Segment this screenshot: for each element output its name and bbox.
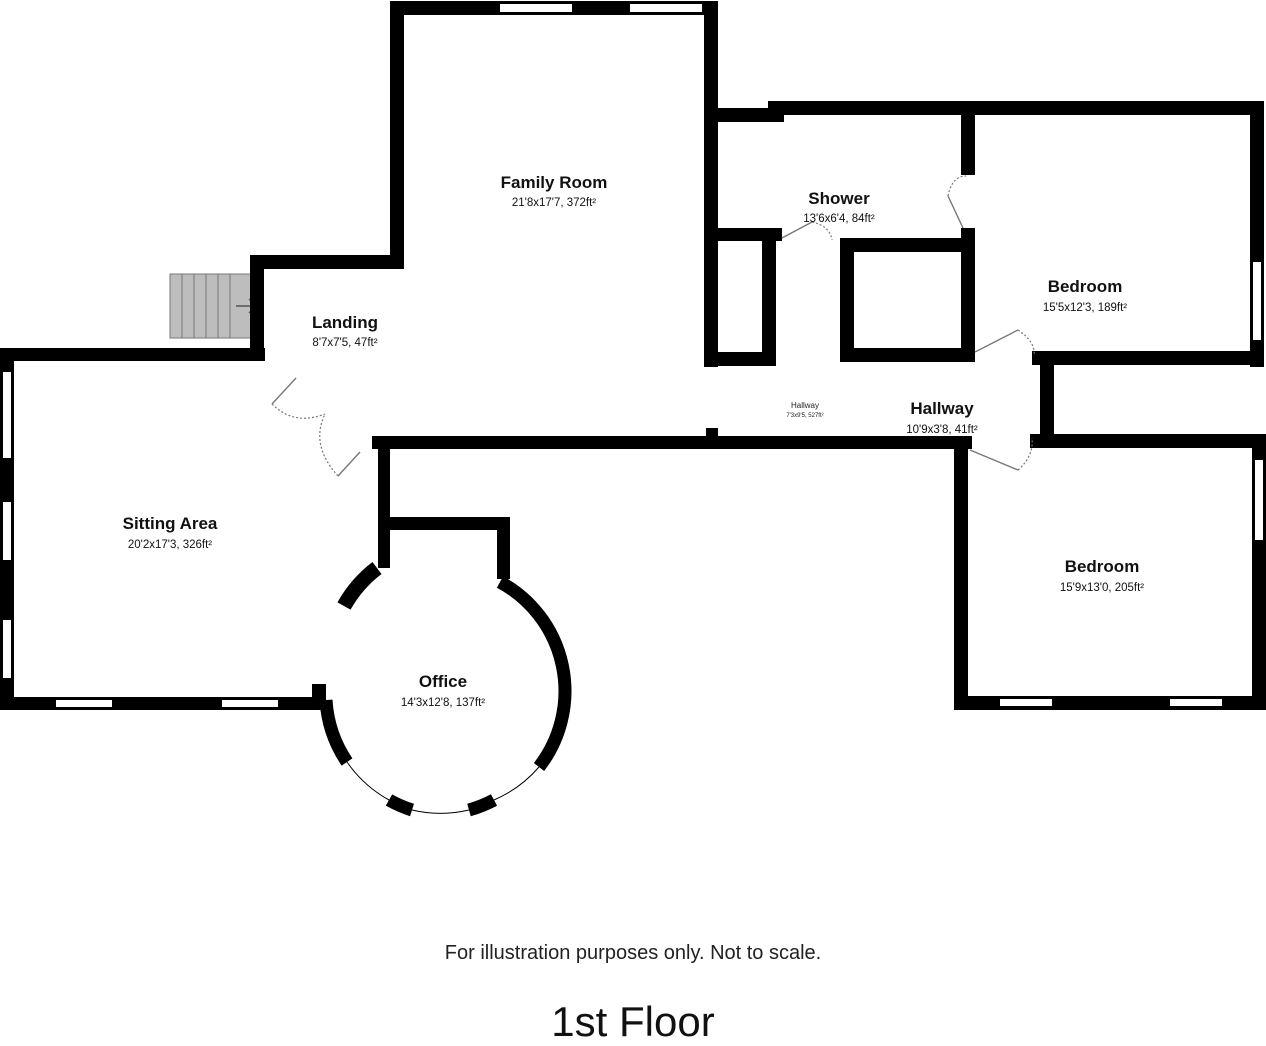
room-dimensions: 8'7x7'5, 47ft²	[312, 337, 377, 349]
staircase	[169, 273, 261, 339]
room-name: Office	[419, 672, 467, 691]
room-dimensions: 21'8x17'7, 372ft²	[512, 197, 596, 209]
room-dimensions: 14'3x12'8, 137ft²	[401, 697, 485, 709]
room-name: Sitting Area	[123, 514, 218, 533]
room-hallway-small: Hallway 7'3x9'5, 527ft²	[786, 401, 823, 419]
room-bedroom-2: Bedroom 15'9x13'0, 205ft²	[1060, 557, 1144, 594]
room-dimensions: 20'2x17'3, 326ft²	[128, 539, 212, 551]
disclaimer: For illustration purposes only. Not to s…	[444, 942, 822, 964]
room-dimensions: 7'3x9'5, 527ft²	[786, 413, 823, 419]
room-dimensions: 10'9x3'8, 41ft²	[906, 424, 978, 436]
room-bedroom-1: Bedroom 15'5x12'3, 189ft²	[1043, 277, 1127, 314]
room-name: Bedroom	[1065, 557, 1140, 576]
walls	[0, 1, 1266, 817]
windows	[3, 4, 1263, 707]
room-family-room: Family Room 21'8x17'7, 372ft²	[501, 173, 608, 209]
room-dimensions: 15'9x13'0, 205ft²	[1060, 582, 1144, 594]
room-dimensions: 13'6x6'4, 84ft²	[803, 213, 875, 225]
floor-title: 1st Floor	[551, 998, 715, 1045]
room-shower: Shower 13'6x6'4, 84ft²	[803, 189, 875, 225]
room-office: Office 14'3x12'8, 137ft²	[401, 672, 485, 709]
room-hallway: Hallway 10'9x3'8, 41ft²	[906, 399, 978, 436]
room-dimensions: 15'5x12'3, 189ft²	[1043, 302, 1127, 314]
room-name: Shower	[808, 189, 870, 208]
doors	[271, 175, 1035, 477]
room-landing: Landing 8'7x7'5, 47ft²	[312, 313, 378, 349]
room-sitting-area: Sitting Area 20'2x17'3, 326ft²	[123, 514, 218, 551]
room-name: Bedroom	[1048, 277, 1123, 296]
room-name: Landing	[312, 313, 378, 332]
room-name: Hallway	[910, 399, 974, 418]
room-name: Hallway	[791, 401, 819, 410]
room-name: Family Room	[501, 173, 608, 192]
